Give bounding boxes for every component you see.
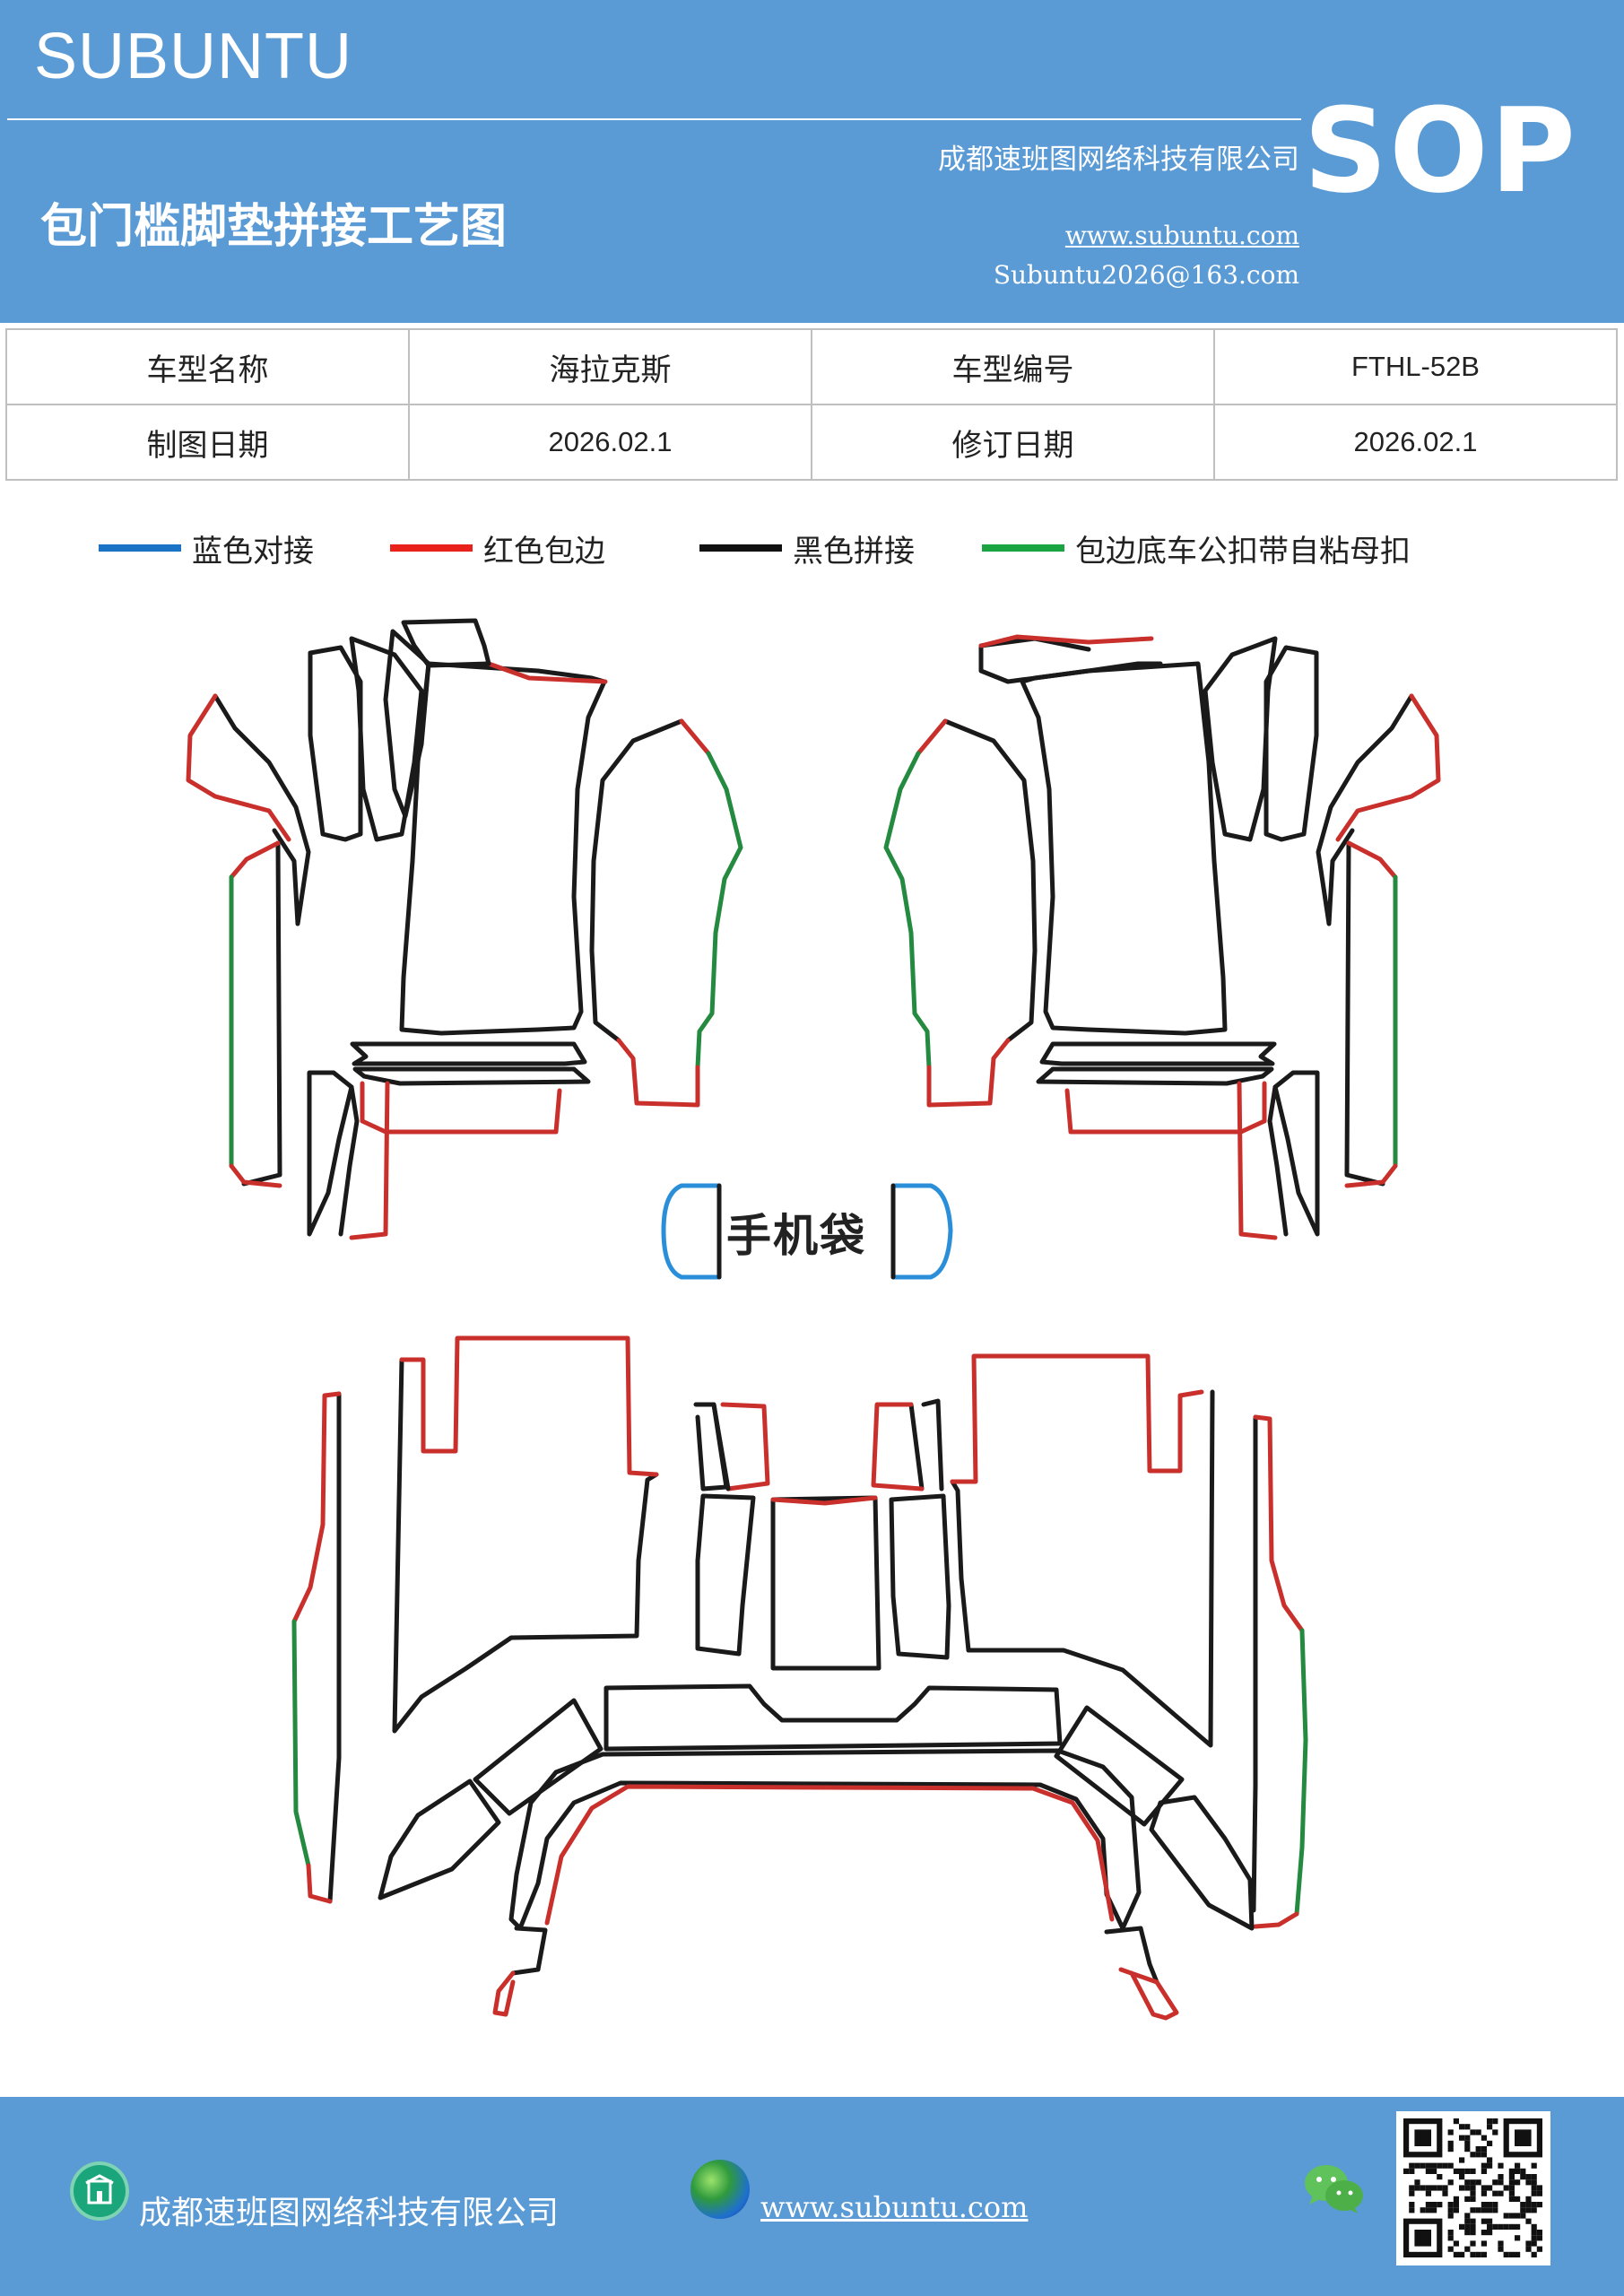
rear-right-main-mat	[950, 1389, 1215, 1748]
rear-right-sill-red-top	[1253, 1414, 1305, 1633]
legend-label: 红色包边	[483, 533, 605, 570]
model-name-value: 海拉克斯	[408, 328, 812, 405]
sop-badge: SOP	[1303, 83, 1577, 219]
rear-right-leg	[1104, 1926, 1159, 1985]
brand-logo-text: SUBUNTU	[34, 21, 353, 92]
header-banner: SUBUNTU 成都速班图网络科技有限公司 包门槛脚垫拼接工艺图 www.sub…	[0, 0, 1624, 323]
rear-left-main-mat	[392, 1357, 659, 1734]
rear-center-panel	[770, 1495, 881, 1671]
front-left-bar-1	[350, 1041, 587, 1066]
legend-label: 蓝色对接	[192, 533, 314, 570]
phone-pocket-label: 手机袋	[726, 1210, 866, 1262]
rear-center-strip-5	[908, 1398, 944, 1492]
rear-center-strip-2	[711, 1402, 731, 1492]
qr-code	[1396, 2111, 1550, 2266]
website-link[interactable]: www.subuntu.com	[1064, 221, 1299, 250]
phone-pocket-right-edge	[890, 1183, 953, 1280]
rear-center-strip-1-edge	[720, 1402, 770, 1492]
legend-label: 黑色拼接	[793, 533, 915, 570]
front-left-mat-set	[186, 618, 743, 1240]
front-left-strip-b	[349, 636, 424, 842]
revise-date-label: 修订日期	[811, 404, 1215, 481]
rear-left-sill-red-top	[291, 1391, 342, 1624]
model-code-label: 车型编号	[811, 328, 1215, 405]
phone-pocket-left-edge	[661, 1183, 722, 1280]
model-code-value: FTHL-52B	[1213, 328, 1618, 405]
legend-item-red: 红色包边	[390, 526, 605, 570]
front-left-door-piece	[589, 718, 684, 1043]
legend-swatch-blue	[99, 544, 181, 552]
rear-arch-wedge-left-2	[378, 1779, 501, 1900]
rear-center-panel-edge	[770, 1495, 878, 1506]
front-left-door-red-bottom	[616, 1038, 700, 1108]
rear-center-strip-4	[889, 1493, 951, 1660]
legend-swatch-green	[982, 544, 1064, 552]
rear-right-sill-red-bottom	[1253, 1911, 1299, 1929]
legend-label: 包边底车公扣带自粘母扣	[1075, 533, 1411, 570]
building-icon	[70, 2161, 129, 2221]
rear-left-leg	[510, 1926, 548, 1976]
draw-date-value: 2026.02.1	[408, 404, 812, 481]
front-left-door-green	[695, 751, 743, 1070]
company-name: 成都速班图网络科技有限公司	[938, 144, 1299, 176]
legend-swatch-black	[699, 544, 782, 552]
rear-left-sill-green	[291, 1619, 311, 1868]
legend-item-blue: 蓝色对接	[99, 526, 314, 570]
front-left-bar-2	[352, 1066, 591, 1086]
front-left-top-strip	[401, 618, 491, 668]
rear-right-sill	[1251, 1414, 1258, 1913]
document-title: 包门槛脚垫拼接工艺图	[40, 200, 508, 254]
front-right-mat-set	[883, 634, 1441, 1240]
front-left-sill-bottom	[229, 1163, 282, 1188]
front-left-corner-edge	[186, 693, 291, 842]
model-name-label: 车型名称	[5, 328, 410, 405]
rear-left-main-mat-top	[399, 1335, 659, 1477]
rear-right-leg-edge	[1118, 1967, 1179, 2021]
table-row: 制图日期 2026.02.1 修订日期 2026.02.1	[5, 404, 1618, 481]
legend-item-black: 黑色拼接	[699, 526, 915, 570]
wechat-icon	[1305, 2165, 1363, 2213]
front-left-bottom-strip	[307, 1070, 354, 1237]
rear-center-strip-5-edge	[871, 1402, 925, 1492]
rear-arch-top-bar	[604, 1683, 1063, 1752]
front-left-sill-top	[229, 840, 281, 880]
rear-right-main-mat-top	[950, 1353, 1204, 1484]
rear-arch-wedge-left-1	[473, 1698, 604, 1816]
draw-date-label: 制图日期	[5, 404, 410, 481]
front-left-main-mat-edge	[486, 661, 608, 684]
rear-left-sill	[327, 1391, 342, 1904]
globe-icon	[690, 2160, 750, 2219]
front-left-door-red-top	[679, 718, 711, 756]
front-left-bottom-edge-b	[349, 1081, 390, 1240]
footer-company-name: 成都速班图网络科技有限公司	[139, 2195, 560, 2231]
info-table: 车型名称 海拉克斯 车型编号 FTHL-52B 制图日期 2026.02.1 修…	[5, 328, 1618, 481]
rear-mat-set	[291, 1335, 1308, 2021]
front-left-strip-c	[383, 629, 431, 819]
footer-website-link[interactable]: www.subuntu.com	[760, 2190, 1029, 2224]
rear-right-sill-green	[1294, 1628, 1308, 1917]
phone-pocket	[661, 1183, 953, 1280]
legend-item-green: 包边底车公扣带自粘母扣	[982, 526, 1411, 570]
rear-left-leg-edge	[492, 1970, 516, 2017]
front-left-main-mat	[399, 661, 607, 1036]
revise-date-value: 2026.02.1	[1213, 404, 1618, 481]
front-left-sill-piece	[241, 840, 282, 1187]
front-left-corner-piece	[213, 693, 311, 926]
rear-arch-wedge-right-2	[1149, 1795, 1255, 1931]
legend-swatch-red	[390, 544, 473, 552]
email-address: Subuntu2026@163.com	[993, 260, 1299, 290]
footer-banner: 成都速班图网络科技有限公司 www.subuntu.com	[0, 2097, 1624, 2296]
front-left-bottom-strip-2	[338, 1084, 360, 1237]
rear-arch-inner-red	[544, 1784, 1115, 1926]
line-legend: 蓝色对接 红色包边 黑色拼接 包边底车公扣带自粘母扣	[99, 526, 1578, 570]
front-left-strip-a	[308, 645, 363, 842]
rear-arch-wedge-right-1	[1054, 1705, 1185, 1827]
table-row: 车型名称 海拉克斯 车型编号 FTHL-52B	[5, 328, 1618, 405]
front-left-bottom-edge-a	[360, 1081, 562, 1135]
rear-left-sill-red-bottom	[306, 1863, 333, 1904]
header-divider	[7, 118, 1301, 120]
mat-assembly-diagram	[186, 618, 1441, 2021]
rear-arch-outer	[508, 1748, 1142, 1931]
rear-center-strip-3	[695, 1493, 756, 1657]
